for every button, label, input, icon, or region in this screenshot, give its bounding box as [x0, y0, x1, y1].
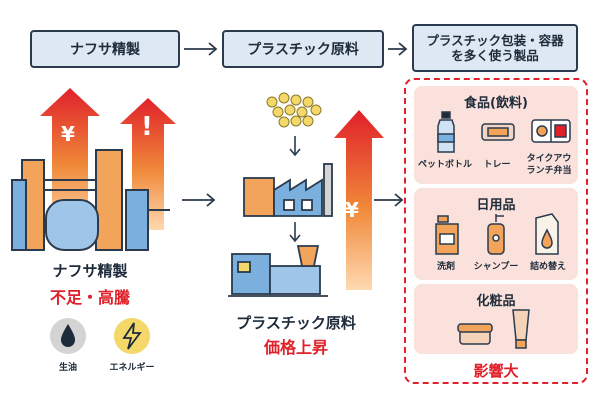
middle-yen-symbol: ¥ — [345, 198, 359, 222]
step-naphtha-label: ナフサ精製 — [70, 42, 140, 58]
mid-arrow-2 — [374, 193, 404, 207]
panel-cosmetics: 化粧品 — [414, 284, 578, 354]
lightning-icon — [114, 318, 150, 354]
oil-drop-icon — [50, 318, 86, 354]
bento-icon — [531, 119, 571, 143]
left-title: ナフサ精製 — [52, 262, 128, 280]
down-arrow-2 — [289, 222, 301, 243]
tray-icon — [481, 123, 515, 141]
pellets-illustration — [266, 92, 322, 128]
detergent-icon — [435, 215, 459, 255]
mid-arrow-1 — [182, 193, 216, 207]
cream-jar-icon — [457, 323, 493, 345]
label-refill: 詰め替え — [529, 262, 566, 272]
panel-food: 食品(飲料) ペットボトル トレー タイクアウ ランチ弁当 — [414, 86, 578, 184]
left-yen-symbol: ¥ — [61, 122, 75, 146]
down-arrow-1 — [289, 136, 301, 157]
tower-3 — [95, 149, 123, 251]
step-products-label-line2: を多く使う製品 — [451, 48, 539, 63]
middle-title: プラスチック原料 — [236, 314, 356, 332]
refill-pack-icon — [535, 213, 559, 255]
step-raw-material-label: プラスチック原料 — [247, 42, 359, 58]
panel-daily: 日用品 洗剤 シャンプー 詰め替え — [414, 188, 578, 280]
refinery-illustration — [11, 88, 176, 251]
step-raw-material-box: プラスチック原料 — [222, 30, 384, 68]
left-subtitle: 不足・高騰 — [49, 288, 130, 307]
top-arrow-1 — [184, 42, 218, 56]
label-bento-line1: タイクアウ — [526, 154, 572, 164]
middle-price-arrow — [334, 110, 384, 290]
energy-label: エネルギー — [109, 363, 155, 373]
panel-daily-title: 日用品 — [476, 198, 516, 213]
shampoo-icon — [487, 214, 505, 255]
tube-icon — [512, 309, 530, 349]
pet-bottle-icon — [437, 111, 455, 153]
tower-4 — [125, 189, 149, 251]
impact-label: 影響大 — [473, 362, 519, 380]
tower-2 — [11, 179, 27, 251]
panel-food-title: 食品(飲料) — [464, 96, 528, 111]
step-products-box: プラスチック包装・容器 を多く使う製品 — [412, 24, 578, 72]
panel-cosmetics-title: 化粧品 — [476, 294, 516, 309]
step-naphtha-box: ナフサ精製 — [30, 30, 180, 68]
label-tray: トレー — [483, 160, 511, 170]
molding-machine-illustration — [228, 245, 328, 297]
products-outline — [404, 78, 588, 384]
label-detergent: 洗剤 — [436, 262, 455, 272]
label-pet-bottle: ペットボトル — [417, 160, 472, 170]
left-price-arrow-1 — [40, 88, 100, 230]
tank — [45, 199, 99, 251]
top-arrow-2 — [388, 42, 408, 56]
step-products-label-line1: プラスチック包装・容器 — [426, 33, 564, 48]
left-warning-symbol: ! — [141, 112, 153, 142]
factory-illustration — [243, 163, 333, 217]
oil-label: 生油 — [58, 363, 77, 373]
middle-subtitle: 価格上昇 — [263, 338, 328, 357]
label-shampoo: シャンプー — [473, 262, 519, 272]
label-bento-line2: ランチ弁当 — [526, 166, 572, 176]
